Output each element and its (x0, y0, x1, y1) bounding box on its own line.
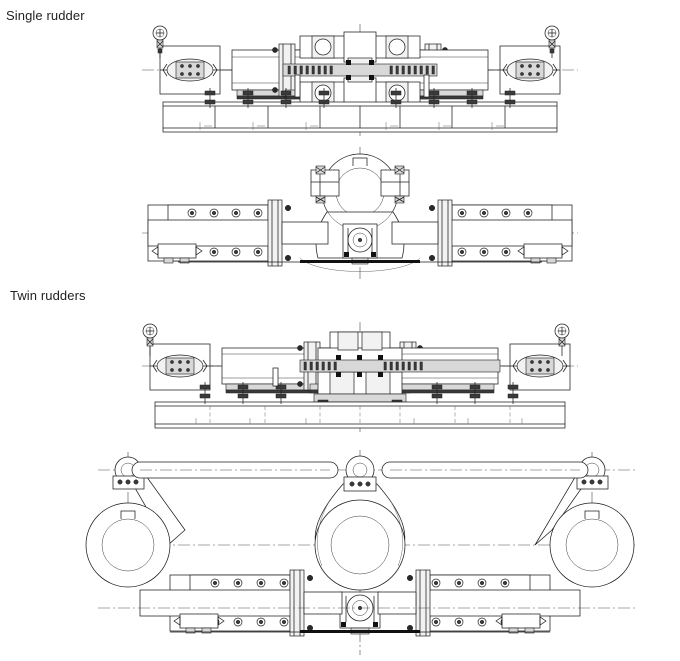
hold-down-studs-twin (199, 382, 519, 404)
flange-bolt-row-left-top (187, 208, 263, 218)
view-single-elevation (142, 24, 578, 136)
rudder-stock-center (314, 455, 406, 591)
flange-bolt-row-right-top (457, 208, 533, 218)
relief-valve-indicator-left (152, 25, 168, 58)
flange-bolt-row-left-top-twin (210, 578, 289, 588)
rod-end-bearing-right-twin (498, 343, 571, 391)
cylinder-right-plan (391, 199, 573, 267)
stopper-block-right-twin (495, 613, 547, 634)
weld-ticks (199, 122, 504, 130)
tie-rod-port (131, 461, 339, 479)
hold-down-studs (204, 88, 516, 108)
relief-valve-indicator-left-twin (142, 323, 158, 356)
rod-end-bearing-right (488, 45, 561, 95)
view-single-plan (142, 147, 578, 282)
cylinder-left-plan (147, 199, 329, 267)
ram-yoke-bearing (342, 223, 378, 265)
ram-teeth-twin (303, 361, 423, 371)
cylinder-right-plan-twin (377, 569, 581, 637)
rod-end-bearing-left (159, 45, 232, 95)
label-single-rudder: Single rudder (6, 8, 85, 23)
cylinder-left-plan-twin (139, 569, 343, 637)
tiller-block-center (282, 31, 438, 109)
foundation-girder (162, 101, 558, 133)
stopper-block-left (151, 243, 203, 264)
foundation-girder-twin (154, 401, 566, 429)
ram-yoke-bearing-twin (339, 591, 381, 635)
view-twin-plan (85, 450, 636, 655)
stopper-block-left-twin (173, 613, 225, 634)
rudder-stock-starboard (534, 456, 635, 588)
flange-bolt-row-right-top-twin (431, 578, 510, 588)
relief-valve-indicator-right (544, 25, 560, 58)
ram-teeth (287, 65, 435, 75)
clamp-bolts (310, 165, 410, 204)
rudder-stock-port (85, 456, 186, 588)
rod-end-bearing-left-twin (149, 343, 222, 391)
relief-valve-indicator-right-twin (554, 323, 570, 356)
stopper-block-right (517, 243, 569, 264)
tie-rod-starboard (381, 461, 589, 479)
view-twin-elevation (142, 322, 578, 432)
label-twin-rudders: Twin rudders (10, 288, 86, 303)
